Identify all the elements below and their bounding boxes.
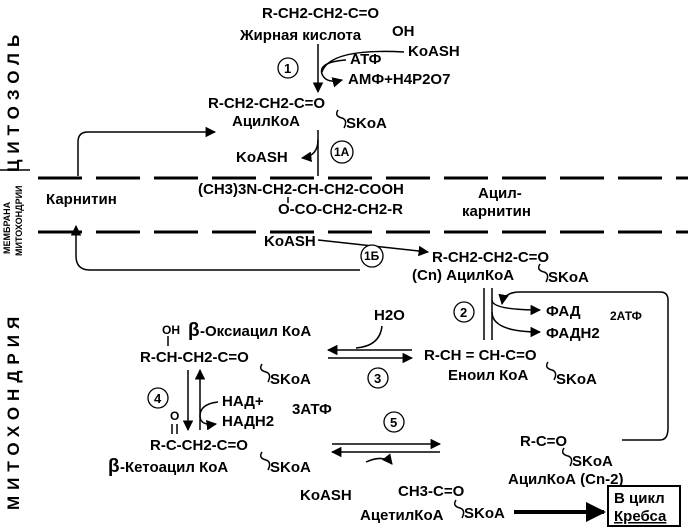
acylcoa-cn-name: (Cn) АцилКоА [412, 267, 514, 284]
membrane-label-line1: МЕМБРАНА [2, 201, 12, 254]
acylcoa-skoa: SKoA [346, 115, 387, 132]
fatty-acid-formula: R-CH2-CH2-C=O [262, 5, 379, 22]
step5-circle [383, 411, 405, 433]
ketoacyl-skoa-bond [259, 451, 271, 471]
acylcoa-cn-skoa: SKoA [548, 269, 589, 286]
step1b-circle [360, 244, 384, 268]
koash-thiolysis-label: KoASH [300, 487, 352, 504]
acylcoa-formula: R-CH2-CH2-C=O [208, 95, 325, 112]
krebs-box [607, 485, 681, 527]
oxyacyl-formula: R-CH-CH2-C=O [140, 349, 249, 366]
cytosol-section: R-CH2-CH2-C=O OH Жирная кислота KoASH АТ… [208, 5, 460, 176]
oxyacyl-skoa-bond [259, 363, 271, 383]
koash-out-label: KoASH [236, 149, 288, 166]
acylcoa-cn2-skoa: SKoA [572, 453, 613, 470]
fadh2-label: ФАДН2 [546, 325, 600, 342]
koash-matrix-label: KoASH [264, 233, 316, 250]
fad-arrow [491, 299, 542, 316]
step1a-number: 1А [334, 145, 350, 159]
atp3-label: 3АТФ [292, 401, 332, 418]
enoyl-skoa: SKoA [556, 371, 597, 388]
amp-ppi-label: АМФ+Н4Р2О7 [348, 71, 450, 88]
acylcarnitine-name-line2: карнитин [462, 203, 531, 220]
oxyacyl-name: -Оксиацил КоА [200, 323, 311, 340]
nad-label: НАД+ [222, 393, 264, 410]
mitochondria-section: R-CH2-CH2-C=O (Cn) АцилКоА SKoA 2 ФАД ФА… [108, 249, 681, 527]
membrane-section: Карнитин (CH3)3N-CH2-CH-CH2-COOH O-CO-CH… [46, 126, 531, 271]
step4-number: 4 [154, 391, 162, 406]
koash-in-label: KoASH [408, 43, 460, 60]
step1b-number: 1Б [364, 249, 380, 263]
koash-in-curve [321, 50, 405, 73]
ketoacyl-skoa: SKoA [270, 459, 311, 476]
step3-circle [367, 367, 389, 389]
fatty-acid-name: Жирная кислота [239, 27, 362, 44]
step5-number: 5 [390, 415, 397, 430]
keto-formula: R-C-CH2-C=O [150, 437, 248, 454]
cytosol-label: ЦИТОЗОЛЬ [4, 29, 23, 172]
step1a-circle [330, 140, 354, 164]
enoyl-name: Еноил КоА [448, 367, 528, 384]
mitochondria-label: МИТОХОНДРИЯ [4, 311, 23, 510]
ketoacyl-name: -Кетоацил КоА [120, 459, 228, 476]
fad-label: ФАД [546, 303, 581, 320]
enoyl-skoa-bond [545, 361, 557, 381]
ketoacyl-beta: β [108, 456, 120, 477]
membrane-label-line2: МИТОХОНДРИИ [14, 185, 24, 256]
recycle-path [498, 291, 669, 441]
acylcoa-cn-formula: R-CH2-CH2-C=O [432, 249, 549, 266]
acylcoa-cn2-name: АцилКоА (Cn-2) [508, 471, 623, 488]
acylcarnitine-formula-line2: O-CO-CH2-CH2-R [278, 201, 403, 218]
carnitine-to-cytosol-path [77, 126, 217, 176]
step1-circle [277, 57, 299, 79]
atp2-label: 2АТФ [610, 309, 642, 323]
acylcarnitine-name-line1: Ацил- [478, 185, 522, 202]
fatty-acid-oh: OH [392, 23, 415, 40]
krebs-line2: Кребса [614, 508, 667, 525]
oxyacyl-skoa: SKoA [270, 371, 311, 388]
step3-number: 3 [374, 371, 381, 386]
acetyl-skoa: SKoA [464, 505, 505, 522]
step1-number: 1 [284, 61, 291, 76]
acylcoa-cn2-skoa-bond [561, 447, 573, 467]
acylcoa-name: АцилКоА [232, 113, 300, 130]
carnitine-label: Карнитин [46, 191, 117, 208]
step4-circle [147, 387, 169, 409]
keto-oxygen: O [170, 409, 179, 423]
water-curve [355, 325, 383, 349]
acylcoa-skoa-bond [335, 109, 347, 129]
step2-circle [453, 301, 475, 323]
atp-curve [320, 59, 347, 88]
acylcarnitine-formula-line1: (CH3)3N-CH2-CH-CH2-COOH [198, 181, 404, 198]
acetyl-skoa-bond [453, 499, 465, 519]
koash-thiolysis-curve [365, 453, 393, 465]
nad-curve [199, 401, 219, 431]
fadh2-arrow [491, 311, 542, 338]
oxyacyl-oh: OH [162, 323, 180, 337]
enoyl-formula: R-CH = CH-C=O [424, 347, 537, 364]
krebs-line1: В цикл [614, 490, 665, 507]
acetyl-formula: CH3-C=O [398, 483, 465, 500]
step2-number: 2 [460, 305, 467, 320]
nadh2-label: НАДН2 [222, 413, 274, 430]
carnitine-return-path [70, 224, 360, 271]
koash-out-curve [300, 139, 319, 163]
atp-label: АТФ [350, 51, 382, 68]
acetyl-name: АцетилКоА [360, 507, 444, 524]
acylcoa-cn2-formula: R-C=O [520, 433, 567, 450]
side-labels: ЦИТОЗОЛЬ МИТОХОНДРИЯ МЕМБРАНА МИТОХОНДРИ… [0, 29, 30, 510]
acylcoa-cn-skoa-bond [537, 263, 549, 283]
oxyacyl-beta: β [188, 320, 200, 341]
water-label: H2O [374, 307, 405, 324]
